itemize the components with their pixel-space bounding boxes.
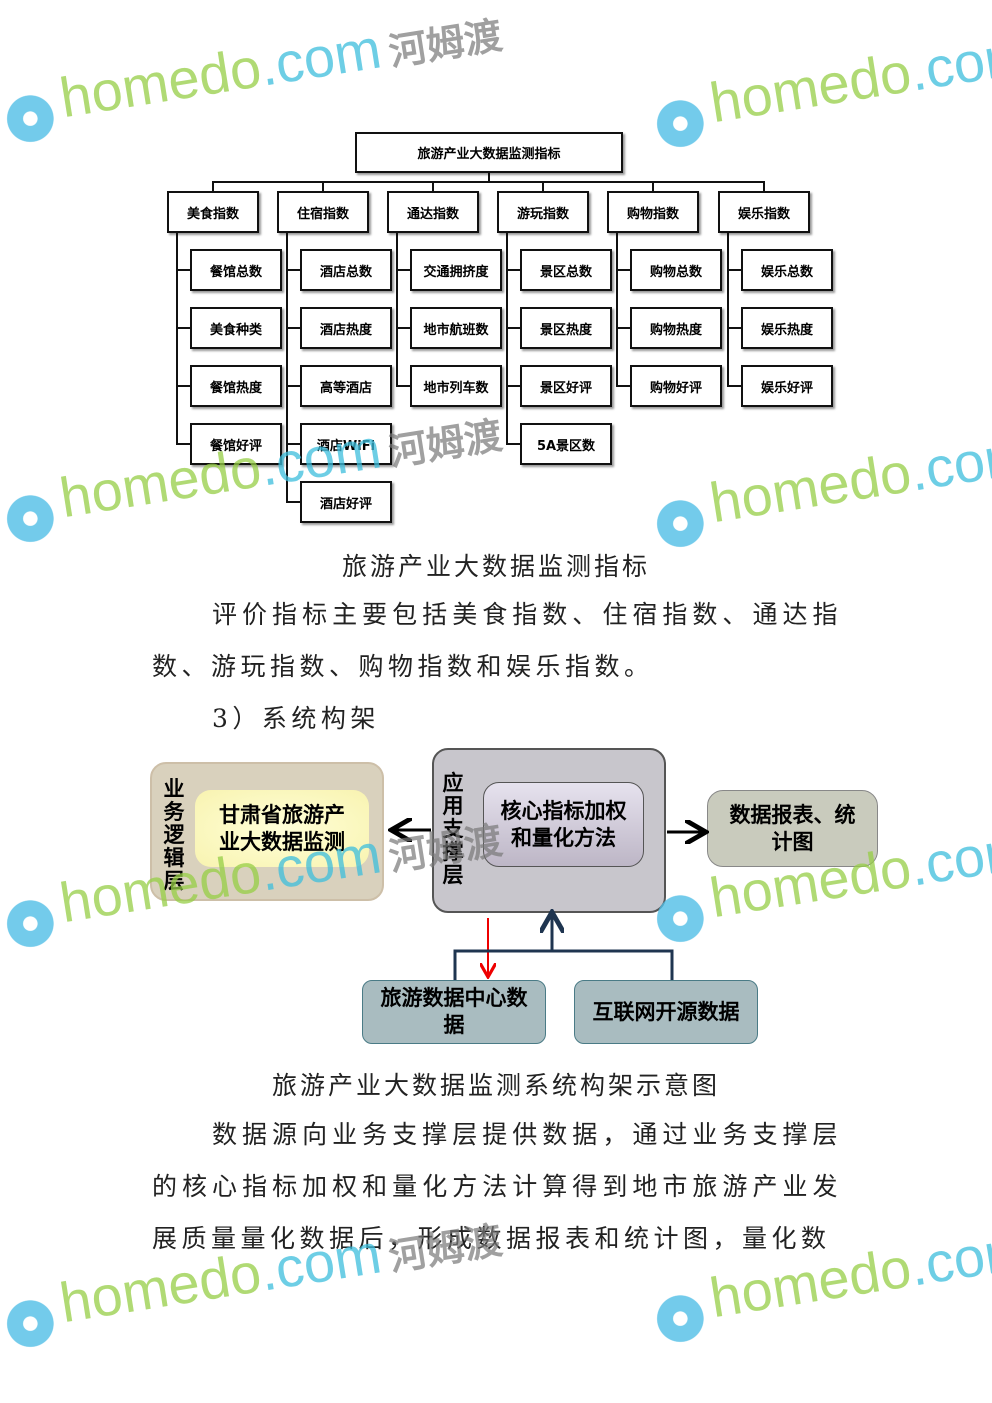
connector xyxy=(542,181,544,191)
tree-leaf: 地市列车数 xyxy=(410,365,502,407)
tree-branch: 通达指数 xyxy=(387,191,479,233)
connector xyxy=(212,181,765,183)
connector xyxy=(176,385,190,387)
connector xyxy=(286,327,300,329)
tree-leaf: 5A景区数 xyxy=(520,423,612,465)
source-connector xyxy=(453,949,674,980)
connector xyxy=(506,443,520,445)
tree-leaf: 购物热度 xyxy=(630,307,722,349)
connector xyxy=(727,233,729,386)
tree-leaf: 交通拥挤度 xyxy=(410,249,502,291)
connector xyxy=(176,443,190,445)
connector xyxy=(176,233,178,444)
tree-leaf: 高等酒店 xyxy=(300,365,392,407)
connector xyxy=(616,269,630,271)
connector xyxy=(616,233,618,386)
tree-leaf: 酒店热度 xyxy=(300,307,392,349)
tree-leaf: 餐馆热度 xyxy=(190,365,282,407)
connector xyxy=(727,269,741,271)
tree-leaf: 景区好评 xyxy=(520,365,612,407)
connector xyxy=(616,327,630,329)
tree-branch: 游玩指数 xyxy=(497,191,589,233)
tree-branch: 娱乐指数 xyxy=(718,191,810,233)
connector xyxy=(286,443,300,445)
connector xyxy=(432,181,434,191)
connector xyxy=(286,385,300,387)
connector xyxy=(488,173,490,182)
app-layer-label: 应用支撑层 xyxy=(442,771,464,887)
business-layer-label: 业务逻辑层 xyxy=(163,777,185,893)
business-box: 甘肃省旅游产业大数据监测 xyxy=(195,790,369,867)
connector xyxy=(506,269,520,271)
section-heading: 3）系统构架 xyxy=(212,704,380,733)
connector xyxy=(286,269,300,271)
tree-leaf: 购物总数 xyxy=(630,249,722,291)
connector xyxy=(506,233,508,444)
tree-leaf: 地市航班数 xyxy=(410,307,502,349)
paragraph-2: 数据源向业务支撑层提供数据，通过业务支撑层的核心指标加权和量化方法计算得到地市旅… xyxy=(152,1120,842,1253)
connector xyxy=(176,327,190,329)
connector xyxy=(396,327,410,329)
tree-root: 旅游产业大数据监测指标 xyxy=(355,132,623,173)
connector xyxy=(506,327,520,329)
tree-leaf: 娱乐好评 xyxy=(741,365,833,407)
connector xyxy=(506,385,520,387)
connector xyxy=(727,385,741,387)
source-box-internet-open-data: 互联网开源数据 xyxy=(574,980,758,1044)
tree-leaf: 酒店好评 xyxy=(300,481,392,523)
tree-leaf: 餐馆总数 xyxy=(190,249,282,291)
report-box: 数据报表、统计图 xyxy=(707,790,878,867)
paragraph-1: 评价指标主要包括美食指数、住宿指数、通达指数、游玩指数、购物指数和娱乐指数。 xyxy=(152,600,842,681)
connector xyxy=(286,501,300,503)
core-method-box: 核心指标加权和量化方法 xyxy=(483,782,644,867)
tree-leaf: 娱乐热度 xyxy=(741,307,833,349)
connector xyxy=(396,233,398,386)
connector xyxy=(396,385,410,387)
tree-leaf: 酒店总数 xyxy=(300,249,392,291)
tree-leaf: 景区总数 xyxy=(520,249,612,291)
tree-leaf: 餐馆好评 xyxy=(190,423,282,465)
tree-branch: 住宿指数 xyxy=(277,191,369,233)
source-box-tourism-data-center: 旅游数据中心数据 xyxy=(362,980,546,1044)
tree-leaf: 美食种类 xyxy=(190,307,282,349)
tree-leaf: 景区热度 xyxy=(520,307,612,349)
tree-leaf: 购物好评 xyxy=(630,365,722,407)
connector xyxy=(176,269,190,271)
connector xyxy=(286,233,288,502)
tree-branch: 购物指数 xyxy=(607,191,699,233)
connector xyxy=(212,181,214,191)
figure-caption-2: 旅游产业大数据监测系统构架示意图 xyxy=(271,1071,720,1100)
connector xyxy=(763,181,765,191)
connector xyxy=(616,385,630,387)
connector xyxy=(652,181,654,191)
tree-leaf: 娱乐总数 xyxy=(741,249,833,291)
connector xyxy=(322,181,324,191)
tree-branch: 美食指数 xyxy=(167,191,259,233)
connector xyxy=(727,327,741,329)
tree-leaf: 酒店WiFi xyxy=(300,423,392,465)
connector xyxy=(396,269,410,271)
figure-caption-1: 旅游产业大数据监测指标 xyxy=(341,552,650,581)
